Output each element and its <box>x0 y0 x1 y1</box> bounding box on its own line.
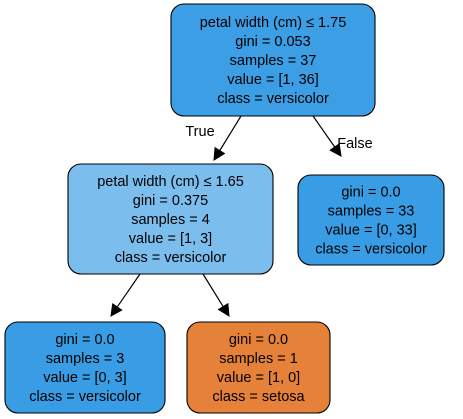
arrowhead-icon <box>213 146 226 161</box>
edge-line <box>202 273 224 307</box>
node-line: class = setosa <box>212 389 305 405</box>
node-line: value = [1, 0] <box>217 370 300 386</box>
node-line: samples = 3 <box>46 351 125 367</box>
node-line: gini = 0.053 <box>235 34 310 50</box>
node-line: samples = 33 <box>328 204 415 220</box>
edge-line <box>116 273 141 308</box>
edge-line <box>219 115 242 151</box>
nodes-layer: petal width (cm) ≤ 1.75 gini = 0.053 sampl… <box>4 3 445 414</box>
arrowhead-icon <box>329 142 342 157</box>
node-line: class = versicolor <box>217 91 329 107</box>
edge-left-to-left-left <box>110 273 141 317</box>
edge-left-to-left-right <box>202 273 230 317</box>
node-box <box>4 321 166 414</box>
node-box <box>186 321 331 414</box>
node-line: class = versicolor <box>29 389 141 405</box>
edge-label-true: True <box>185 124 214 140</box>
node-line: gini = 0.375 <box>133 193 208 209</box>
node-box <box>297 174 445 266</box>
node-line: value = [0, 33] <box>325 223 417 239</box>
node-line: value = [0, 3] <box>43 370 126 386</box>
tree-node-left-right: gini = 0.0 samples = 1 value = [1, 0] class… <box>186 321 331 414</box>
arrowhead-icon <box>110 302 123 317</box>
tree-node-right: gini = 0.0 samples = 33 value = [0, 33] cla… <box>297 174 445 266</box>
tree-node-root: petal width (cm) ≤ 1.75 gini = 0.053 sampl… <box>170 3 376 117</box>
edge-line <box>312 115 336 148</box>
node-line: samples = 4 <box>131 212 210 228</box>
tree-node-left-left: gini = 0.0 samples = 3 value = [0, 3] class… <box>4 321 166 414</box>
node-line: class = versicolor <box>315 242 427 258</box>
node-line: gini = 0.0 <box>55 332 114 348</box>
node-line: value = [1, 36] <box>227 72 319 88</box>
edge-root-to-right: False <box>312 115 373 157</box>
edge-label-false: False <box>337 136 372 152</box>
node-line: petal width (cm) ≤ 1.75 <box>200 15 347 31</box>
edge-root-to-left: True <box>185 115 242 161</box>
node-line: samples = 37 <box>230 53 317 69</box>
node-box <box>170 3 376 117</box>
tree-node-left: petal width (cm) ≤ 1.65 gini = 0.375 sampl… <box>67 163 274 275</box>
node-line: petal width (cm) ≤ 1.65 <box>97 174 244 190</box>
node-box <box>67 163 274 275</box>
node-line: gini = 0.0 <box>341 185 400 201</box>
node-line: gini = 0.0 <box>229 332 288 348</box>
node-line: value = [1, 3] <box>129 231 212 247</box>
node-line: samples = 1 <box>219 351 298 367</box>
arrowhead-icon <box>217 302 230 317</box>
node-line: class = versicolor <box>115 250 227 266</box>
